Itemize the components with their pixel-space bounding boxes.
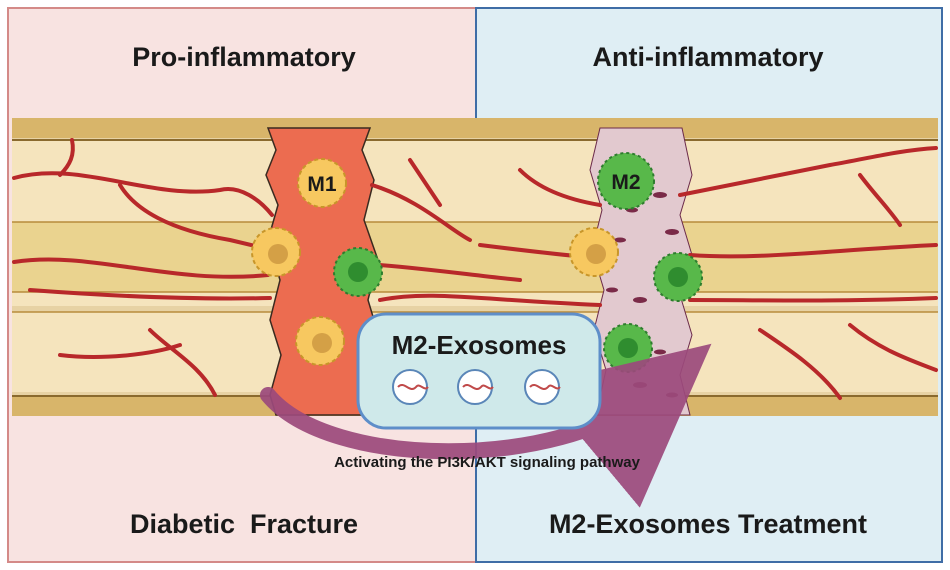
m2-label: M2: [611, 171, 640, 194]
pathway-arrow: [260, 343, 712, 508]
exosome-title: M2-Exosomes: [392, 330, 567, 360]
exosome-rna-icon: [397, 384, 561, 390]
exosome-icon: [392, 369, 560, 405]
left-footer: Diabetic Fracture: [130, 509, 358, 539]
blood-vessel-icon: [12, 138, 938, 400]
m1-label: M1: [307, 173, 336, 196]
pathway-caption: Activating the PI3K/AKT signaling pathwa…: [334, 454, 641, 471]
right-footer: M2-Exosomes Treatment: [549, 509, 867, 539]
right-heading: Anti-inflammatory: [592, 42, 823, 72]
left-heading: Pro-inflammatory: [132, 42, 356, 72]
m1-macrophage-icon: [251, 158, 619, 366]
